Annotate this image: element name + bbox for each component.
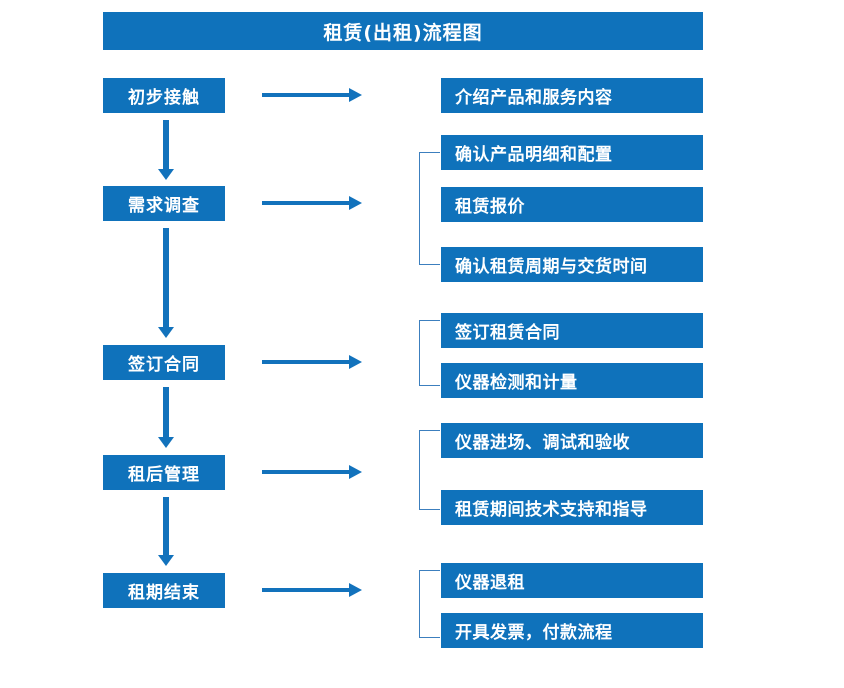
- group-bracket-xuqiu-diaocha: [419, 152, 440, 265]
- stage-box-chubu-jiechu[interactable]: 初步接触: [103, 78, 225, 113]
- arrow-head-right-icon: [349, 465, 362, 479]
- group-bracket-zuhou-guanli: [419, 430, 440, 510]
- arrow-shaft: [163, 120, 169, 169]
- detail-box-yiqi-tuizu[interactable]: 仪器退租: [441, 563, 703, 598]
- stage-box-zuhou-guanli[interactable]: 租后管理: [103, 455, 225, 490]
- arrow-shaft: [262, 93, 350, 97]
- arrow-head-down-icon: [158, 327, 174, 338]
- group-bracket-zuqi-jieshu: [419, 570, 440, 638]
- horizontal-arrow-1: [262, 88, 362, 102]
- arrow-head-down-icon: [158, 169, 174, 180]
- arrow-head-down-icon: [158, 437, 174, 448]
- detail-box-jishu-zhichi[interactable]: 租赁期间技术支持和指导: [441, 490, 703, 525]
- arrow-shaft: [262, 201, 350, 205]
- arrow-shaft: [163, 228, 169, 327]
- horizontal-arrow-3: [262, 355, 362, 369]
- detail-box-kaiju-fapiao[interactable]: 开具发票，付款流程: [441, 613, 703, 648]
- detail-box-yiqi-jiance[interactable]: 仪器检测和计量: [441, 363, 703, 398]
- detail-box-qianding-zulin-hetong[interactable]: 签订租赁合同: [441, 313, 703, 348]
- vertical-arrow-4: [158, 497, 174, 566]
- detail-box-queren-mingxi[interactable]: 确认产品明细和配置: [441, 135, 703, 170]
- detail-box-jieshao-chanpin[interactable]: 介绍产品和服务内容: [441, 78, 703, 113]
- arrow-head-right-icon: [349, 583, 362, 597]
- group-bracket-qianding-hetong: [419, 320, 440, 386]
- arrow-head-right-icon: [349, 196, 362, 210]
- horizontal-arrow-5: [262, 583, 362, 597]
- stage-box-zuqi-jieshu[interactable]: 租期结束: [103, 573, 225, 608]
- diagram-title: 租赁(出租)流程图: [103, 12, 703, 50]
- stage-box-xuqiu-diaocha[interactable]: 需求调查: [103, 186, 225, 221]
- vertical-arrow-3: [158, 387, 174, 448]
- horizontal-arrow-2: [262, 196, 362, 210]
- detail-box-yiqi-jinchang[interactable]: 仪器进场、调试和验收: [441, 423, 703, 458]
- stage-box-qianding-hetong[interactable]: 签订合同: [103, 345, 225, 380]
- arrow-head-right-icon: [349, 88, 362, 102]
- vertical-arrow-2: [158, 228, 174, 338]
- arrow-shaft: [163, 387, 169, 437]
- detail-box-zulin-baojia[interactable]: 租赁报价: [441, 187, 703, 222]
- detail-box-queren-zhouqi[interactable]: 确认租赁周期与交货时间: [441, 247, 703, 282]
- arrow-shaft: [262, 588, 350, 592]
- arrow-shaft: [163, 497, 169, 555]
- arrow-shaft: [262, 470, 350, 474]
- arrow-head-right-icon: [349, 355, 362, 369]
- arrow-shaft: [262, 360, 350, 364]
- horizontal-arrow-4: [262, 465, 362, 479]
- arrow-head-down-icon: [158, 555, 174, 566]
- vertical-arrow-1: [158, 120, 174, 180]
